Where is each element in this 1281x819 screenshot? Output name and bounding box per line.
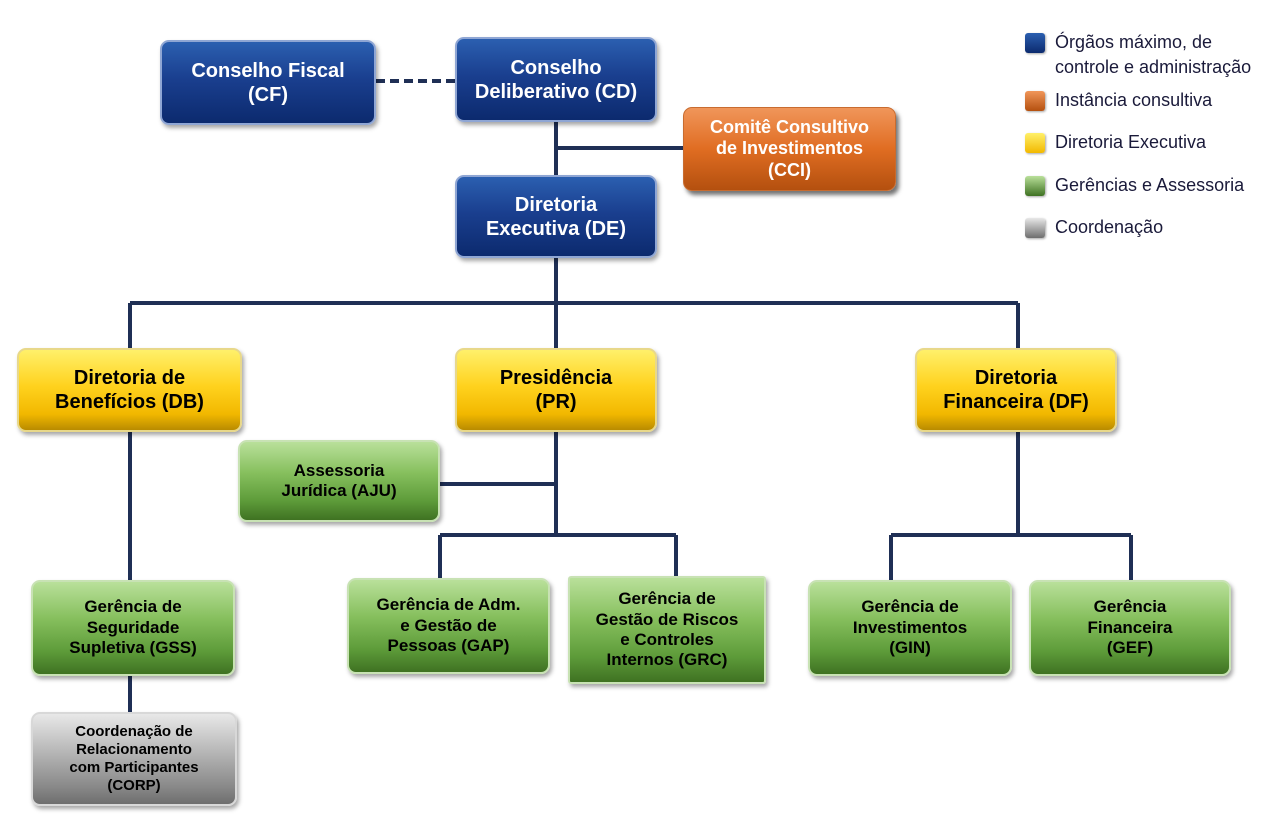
node-conselho-deliberativo-label: Conselho Deliberativo (CD) [474, 56, 638, 103]
node-coordenacao-relacionamento: Coordenação de Relacionamento com Partic… [31, 712, 237, 806]
node-conselho-fiscal-label: Conselho Fiscal (CF) [191, 59, 345, 106]
legend-item-orgaos: Órgãos máximo, de controle e administraç… [1025, 30, 1251, 80]
legend-label-instancia: Instância consultiva [1055, 90, 1213, 110]
legend-label-diretoria: Diretoria Executiva [1055, 132, 1207, 152]
legend-item-gerencias: Gerências e Assessoria [1025, 173, 1244, 198]
legend-label-orgaos: Órgãos máximo, de controle e administraç… [1055, 32, 1252, 78]
node-presidencia: Presidência (PR) [455, 348, 657, 432]
node-comite-consultivo: Comitê Consultivo de Investimentos (CCI) [683, 107, 896, 191]
node-coordenacao-relacionamento-label: Coordenação de Relacionamento com Partic… [69, 723, 199, 794]
node-assessoria-juridica-label: Assessoria Jurídica (AJU) [281, 460, 397, 500]
node-gerencia-seguridade-label: Gerência de Seguridade Supletiva (GSS) [69, 597, 197, 658]
node-gerencia-financeira: Gerência Financeira (GEF) [1029, 580, 1231, 676]
node-diretoria-beneficios-label: Diretoria de Benefícios (DB) [55, 367, 204, 413]
legend-item-diretoria: Diretoria Executiva [1025, 130, 1206, 155]
node-assessoria-juridica: Assessoria Jurídica (AJU) [238, 440, 440, 522]
node-gerencia-investimentos: Gerência de Investimentos (GIN) [808, 580, 1012, 676]
legend-swatch-orange [1025, 91, 1045, 111]
node-gerencia-seguridade: Gerência de Seguridade Supletiva (GSS) [31, 580, 235, 676]
legend-label-gerencias: Gerências e Assessoria [1055, 175, 1245, 195]
node-gerencia-riscos: Gerência de Gestão de Riscos e Controles… [568, 576, 766, 684]
node-gerencia-riscos-label: Gerência de Gestão de Riscos e Controles… [595, 589, 739, 670]
legend-item-coordenacao: Coordenação [1025, 215, 1163, 240]
node-comite-consultivo-label: Comitê Consultivo de Investimentos (CCI) [709, 116, 869, 180]
node-gerencia-adm-pessoas: Gerência de Adm. e Gestão de Pessoas (GA… [347, 578, 550, 674]
legend-swatch-blue [1025, 33, 1045, 53]
node-conselho-deliberativo: Conselho Deliberativo (CD) [455, 37, 657, 122]
node-diretoria-financeira-label: Diretoria Financeira (DF) [943, 367, 1089, 413]
node-diretoria-executiva-label: Diretoria Executiva (DE) [485, 193, 627, 240]
legend-item-instancia: Instância consultiva [1025, 88, 1212, 113]
node-presidencia-label: Presidência (PR) [499, 367, 613, 413]
legend-swatch-yellow [1025, 133, 1045, 153]
legend-swatch-gray [1025, 218, 1045, 238]
node-gerencia-financeira-label: Gerência Financeira (GEF) [1087, 597, 1173, 658]
node-diretoria-financeira: Diretoria Financeira (DF) [915, 348, 1117, 432]
node-gerencia-investimentos-label: Gerência de Investimentos (GIN) [852, 597, 968, 658]
legend-label-coordenacao: Coordenação [1055, 217, 1164, 237]
node-diretoria-beneficios: Diretoria de Benefícios (DB) [17, 348, 242, 432]
node-conselho-fiscal: Conselho Fiscal (CF) [160, 40, 376, 125]
node-diretoria-executiva: Diretoria Executiva (DE) [455, 175, 657, 258]
node-gerencia-adm-pessoas-label: Gerência de Adm. e Gestão de Pessoas (GA… [376, 595, 521, 656]
legend-swatch-green [1025, 176, 1045, 196]
